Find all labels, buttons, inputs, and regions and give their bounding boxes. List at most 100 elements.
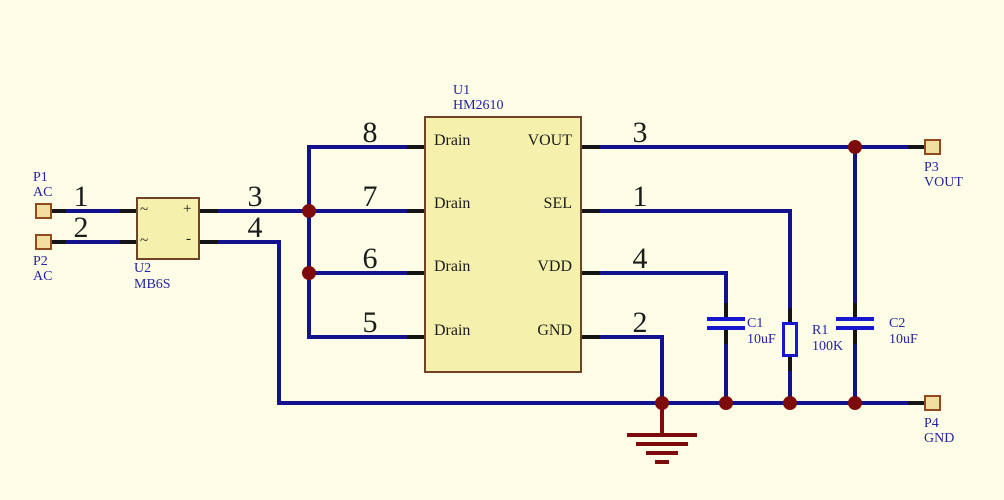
u2-pin-stub-minus [200, 240, 218, 244]
u1-pin2-number: 2 [632, 306, 648, 339]
junction-bus-net3 [302, 204, 316, 218]
p1-net-label: AC [33, 185, 53, 200]
u1-pin-stub-8 [407, 145, 424, 149]
wire-c2-bottom [853, 330, 857, 403]
c1-value-label: 10uF [747, 332, 776, 347]
r1-resistor[interactable] [782, 322, 798, 357]
u2-minus-symbol: - [186, 231, 191, 247]
u1-part-label: HM2610 [453, 98, 504, 113]
c1-ref-label: C1 [747, 316, 764, 331]
r1-ref-label: R1 [812, 323, 829, 338]
junction-vout-c2 [848, 140, 862, 154]
wire-gnd-pin2 [600, 335, 664, 339]
c2-value-label: 10uF [889, 332, 918, 347]
u2-pin-stub-ac2 [120, 240, 136, 244]
u1-pin8-number: 8 [362, 116, 378, 149]
u1-pin1-number: 1 [632, 180, 648, 213]
p1-pin-stub [52, 209, 66, 213]
u2-ref-label: U2 [134, 261, 152, 276]
u1-pin-stub-1 [582, 209, 600, 213]
p1-pad[interactable] [35, 203, 52, 219]
u2-part-label: MB6S [134, 277, 171, 292]
net4-number: 4 [247, 211, 263, 244]
u1-pin8-name: Drain [434, 132, 471, 149]
u1-pin5-number: 5 [362, 306, 378, 339]
wire-bus-to-pin5 [307, 335, 407, 339]
net1-number: 1 [73, 180, 89, 213]
u1-pin7-name: Drain [434, 195, 471, 212]
wire-ground-rail [277, 401, 908, 405]
junction-rail-c2 [848, 396, 862, 410]
ground-bar-2 [636, 442, 688, 446]
u1-pin-stub-2 [582, 335, 600, 339]
junction-bus-pin6 [302, 266, 316, 280]
ground-bar-4 [655, 460, 669, 464]
u1-pin-stub-5 [407, 335, 424, 339]
p3-pin-stub [908, 145, 924, 149]
net3-number: 3 [247, 180, 263, 213]
wire-sel [600, 209, 792, 213]
u1-pin5-name: Drain [434, 322, 471, 339]
p4-pad[interactable] [924, 395, 941, 411]
ground-stem [660, 403, 664, 433]
wire-vdd [600, 271, 728, 275]
u1-pin-stub-6 [407, 271, 424, 275]
r1-value-label: 100K [812, 339, 844, 354]
junction-rail-c1 [719, 396, 733, 410]
wire-bus-to-pin6 [307, 271, 407, 275]
c1-plate-top [707, 317, 745, 321]
c2-ref-label: C2 [889, 316, 906, 331]
u1-ic-body[interactable] [424, 116, 582, 373]
wire-u2minus [218, 240, 279, 244]
p2-pad[interactable] [35, 234, 52, 250]
c1-plate-bottom [707, 326, 745, 330]
c2-capacitor[interactable] [836, 317, 874, 330]
ground-symbol[interactable] [627, 403, 697, 465]
wire-vout [600, 145, 908, 149]
u2-ac-symbol-bottom: ~ [140, 233, 149, 249]
p3-ref-label: P3 [924, 160, 939, 175]
wire-p2-to-u2 [52, 240, 120, 244]
r1-lead-bottom [788, 357, 792, 371]
c1-lead-bottom [724, 330, 728, 344]
c2-plate-top [836, 317, 874, 321]
net2-number: 2 [73, 211, 89, 244]
u1-pin4-name: VDD [537, 258, 572, 275]
wire-r1-top [788, 209, 792, 322]
p3-pad[interactable] [924, 139, 941, 155]
wire-c1-top [724, 271, 728, 317]
u1-pin-stub-4 [582, 271, 600, 275]
wire-c1-bottom [724, 330, 728, 403]
u1-ref-label: U1 [453, 83, 471, 98]
u1-pin3-number: 3 [632, 116, 648, 149]
c1-lead-top [724, 303, 728, 317]
junction-rail-r1 [783, 396, 797, 410]
u1-pin6-number: 6 [362, 242, 378, 275]
u1-pin2-name: GND [537, 322, 572, 339]
p3-net-label: VOUT [924, 175, 963, 190]
u2-pin-stub-plus [200, 209, 218, 213]
c2-lead-bottom [853, 330, 857, 344]
p2-pin-stub [52, 240, 66, 244]
wire-c2-top [853, 145, 857, 317]
u2-plus-symbol: + [183, 201, 192, 217]
u1-pin-stub-3 [582, 145, 600, 149]
c1-capacitor[interactable] [707, 317, 745, 330]
u1-pin7-number: 7 [362, 180, 378, 213]
p2-net-label: AC [33, 269, 53, 284]
ground-bar-3 [646, 451, 678, 455]
u1-pin3-name: VOUT [527, 132, 572, 149]
wire-drain-bus [307, 145, 311, 339]
wire-p1-to-u2 [52, 209, 120, 213]
wire-r1-bottom [788, 357, 792, 403]
wire-net2-drop [660, 335, 664, 405]
wire-bus-to-pin8 [307, 145, 407, 149]
c2-plate-bottom [836, 326, 874, 330]
u1-pin-stub-7 [407, 209, 424, 213]
p4-net-label: GND [924, 431, 955, 446]
p4-ref-label: P4 [924, 416, 939, 431]
u2-bridge-body[interactable] [136, 197, 200, 260]
p1-ref-label: P1 [33, 170, 48, 185]
p2-ref-label: P2 [33, 254, 48, 269]
